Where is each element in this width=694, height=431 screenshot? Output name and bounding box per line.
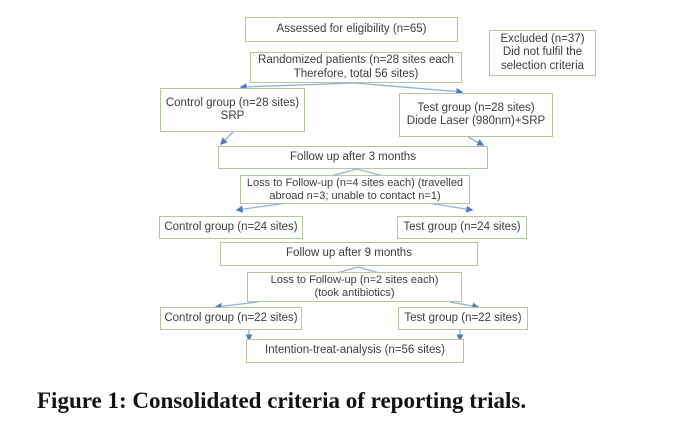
box-text: Assessed for eligibility (n=65): [276, 22, 427, 35]
box-control-group-28: Control group (n=28 sites) SRP: [160, 88, 305, 132]
box-text: Excluded (n=37): [500, 32, 585, 45]
arrow-randomized-to-control28: [239, 82, 356, 91]
box-text: SRP: [220, 110, 245, 122]
box-test-group-28: Test group (n=28 sites) Diode Laser (980…: [399, 93, 553, 137]
box-test-group-24: Test group (n=24 sites): [397, 216, 527, 239]
box-text: Control group (n=22 sites): [164, 311, 298, 324]
arrow-test28-to-followup3: [467, 136, 485, 146]
box-text: Intention-treat-analysis (n=56 sites): [265, 344, 445, 357]
box-text: Test group (n=28 sites): [417, 101, 535, 114]
box-text: (took antibiotics): [314, 287, 395, 299]
box-loss-followup-2: Loss to Follow-up (n=2 sites each) (took…: [247, 272, 462, 302]
arrow-randomized-to-test28: [354, 82, 464, 96]
box-followup-9-months: Follow up after 9 months: [220, 242, 478, 266]
box-loss-followup-4: Loss to Follow-up (n=4 sites each) (trav…: [240, 175, 470, 204]
box-text: Loss to Follow-up (n=4 sites each) (trav…: [246, 176, 464, 189]
box-assessed-eligibility: Assessed for eligibility (n=65): [245, 17, 458, 42]
box-text: Test group (n=24 sites): [403, 220, 521, 233]
box-text: Control group (n=28 sites): [165, 96, 300, 109]
box-text: Therefore, total 56 sites): [293, 67, 419, 80]
arrow-control28-to-followup3: [219, 131, 234, 146]
figure-caption: Figure 1: Consolidated criteria of repor…: [37, 388, 527, 413]
arrow-loss4-to-test24: [427, 202, 474, 213]
box-followup-3-months: Follow up after 3 months: [218, 146, 488, 169]
box-text: Follow up after 9 months: [286, 247, 412, 260]
box-intention-treat-analysis: Intention-treat-analysis (n=56 sites): [246, 339, 464, 363]
box-excluded: Excluded (n=37) Did not fulfil the selec…: [489, 30, 596, 76]
box-text: Diode Laser (980nm)+SRP: [406, 115, 546, 127]
box-control-group-24: Control group (n=24 sites): [159, 216, 303, 239]
box-text: Follow up after 3 months: [290, 150, 416, 163]
box-text: Randomized patients (n=28 sites each: [258, 54, 454, 66]
arrow-loss4-to-control24: [235, 202, 288, 213]
box-text: Loss to Follow-up (n=2 sites each): [270, 274, 439, 286]
box-text: Test group (n=22 sites): [404, 311, 522, 324]
box-text: selection criteria: [500, 59, 585, 72]
box-test-group-22: Test group (n=22 sites): [398, 307, 528, 330]
box-text: Did not fulfil the: [502, 46, 583, 59]
box-text: abroad n=3; unable to contact n=1): [269, 189, 441, 202]
box-text: Control group (n=24 sites): [164, 220, 298, 233]
box-randomized-patients: Randomized patients (n=28 sites each The…: [250, 52, 462, 83]
box-control-group-22: Control group (n=22 sites): [160, 307, 302, 330]
